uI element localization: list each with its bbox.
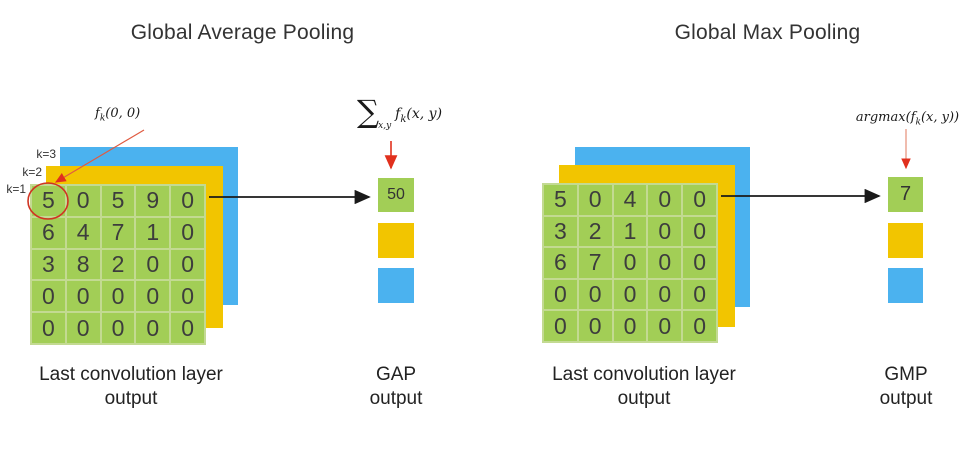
sigma-symbol: ∑ [357,94,380,130]
grid-cell: 3 [544,216,577,247]
gmp-output-caption-line1: GMP [884,364,928,385]
gap-output-caption: GAP output [336,363,456,411]
grid-cell: 0 [613,311,647,341]
grid-cell: 2 [578,216,612,247]
gap-title: Global Average Pooling [130,21,355,44]
grid-cell: 0 [32,313,65,343]
gmp-conv-caption: Last convolution layer output [524,363,764,411]
grid-cell: 0 [613,279,647,310]
grid-cell: 0 [683,185,716,215]
gap-conv-caption-line1: Last convolution layer [39,364,223,385]
grid-cell: 1 [613,216,647,247]
grid-cell: 0 [683,311,716,341]
grid-cell: 0 [171,186,204,216]
k2-label: k=2 [22,165,42,179]
gmp-title: Global Max Pooling [674,21,861,44]
gmp-argmax-formula: argmax(fk(x, y)) [855,110,960,128]
grid-cell: 1 [136,217,170,248]
grid-cell: 0 [648,216,682,247]
grid-cell: 0 [101,281,135,312]
grid-cell: 0 [613,248,647,278]
grid-cell: 0 [171,281,204,312]
gmp-output-blue [888,268,923,303]
gmp-output-yellow [888,223,923,258]
grid-cell: 0 [578,185,612,215]
grid-cell: 0 [578,311,612,341]
grid-cell: 0 [101,313,135,343]
grid-cell: 0 [136,313,170,343]
sigma-subscript: x,y [378,121,392,131]
gap-output-blue [378,268,414,303]
gap-conv-caption-line2: output [104,388,158,409]
grid-cell: 0 [683,279,716,310]
sigma-f-expression: fk(x, y) [395,106,443,125]
grid-cell: 0 [544,279,577,310]
grid-cell: 0 [136,249,170,280]
grid-cell: 2 [101,249,135,280]
grid-cell: 0 [66,281,100,312]
gmp-feature-grid: 5 0 4 0 0 3 2 1 0 0 6 7 0 0 0 0 0 0 0 0 … [542,183,718,343]
grid-cell: 4 [613,185,647,215]
gap-output-caption-line2: output [369,388,423,409]
grid-cell: 3 [32,249,65,280]
grid-cell: 6 [32,217,65,248]
gmp-output-caption: GMP output [846,363,962,411]
k1-label: k=1 [6,182,26,196]
grid-cell: 0 [32,281,65,312]
grid-cell: 4 [66,217,100,248]
gmp-conv-caption-line2: output [617,388,671,409]
grid-cell: 0 [578,279,612,310]
gap-sum-formula: ∑ x,y fk(x, y) [357,94,443,132]
grid-cell: 5 [32,186,65,216]
grid-cell: 0 [171,249,204,280]
k3-label: k=3 [36,147,56,161]
grid-cell: 0 [544,311,577,341]
grid-cell: 5 [544,185,577,215]
grid-cell: 7 [578,248,612,278]
gap-output-green: 50 [378,178,414,212]
gap-cell-annotation: fk(0, 0) [95,106,141,124]
grid-cell: 0 [648,311,682,341]
grid-cell: 0 [648,248,682,278]
grid-cell: 5 [101,186,135,216]
grid-cell: 9 [136,186,170,216]
gap-conv-caption: Last convolution layer output [11,363,251,411]
grid-cell: 0 [171,313,204,343]
grid-cell: 0 [66,313,100,343]
gmp-conv-caption-line1: Last convolution layer [552,364,736,385]
gmp-output-caption-line2: output [879,388,933,409]
grid-cell: 8 [66,249,100,280]
grid-cell: 7 [101,217,135,248]
gmp-output-green: 7 [888,177,923,212]
gap-feature-grid: 5 0 5 9 0 6 4 7 1 0 3 8 2 0 0 0 0 0 0 0 … [30,184,206,345]
grid-cell: 0 [683,216,716,247]
grid-cell: 0 [683,248,716,278]
grid-cell: 0 [66,186,100,216]
gmp-output-value: 7 [899,183,912,205]
gap-output-value: 50 [387,186,405,203]
gap-output-yellow [378,223,414,258]
grid-cell: 0 [648,185,682,215]
grid-cell: 6 [544,248,577,278]
grid-cell: 0 [171,217,204,248]
grid-cell: 0 [136,281,170,312]
grid-cell: 0 [648,279,682,310]
gap-output-caption-line1: GAP [375,364,417,385]
